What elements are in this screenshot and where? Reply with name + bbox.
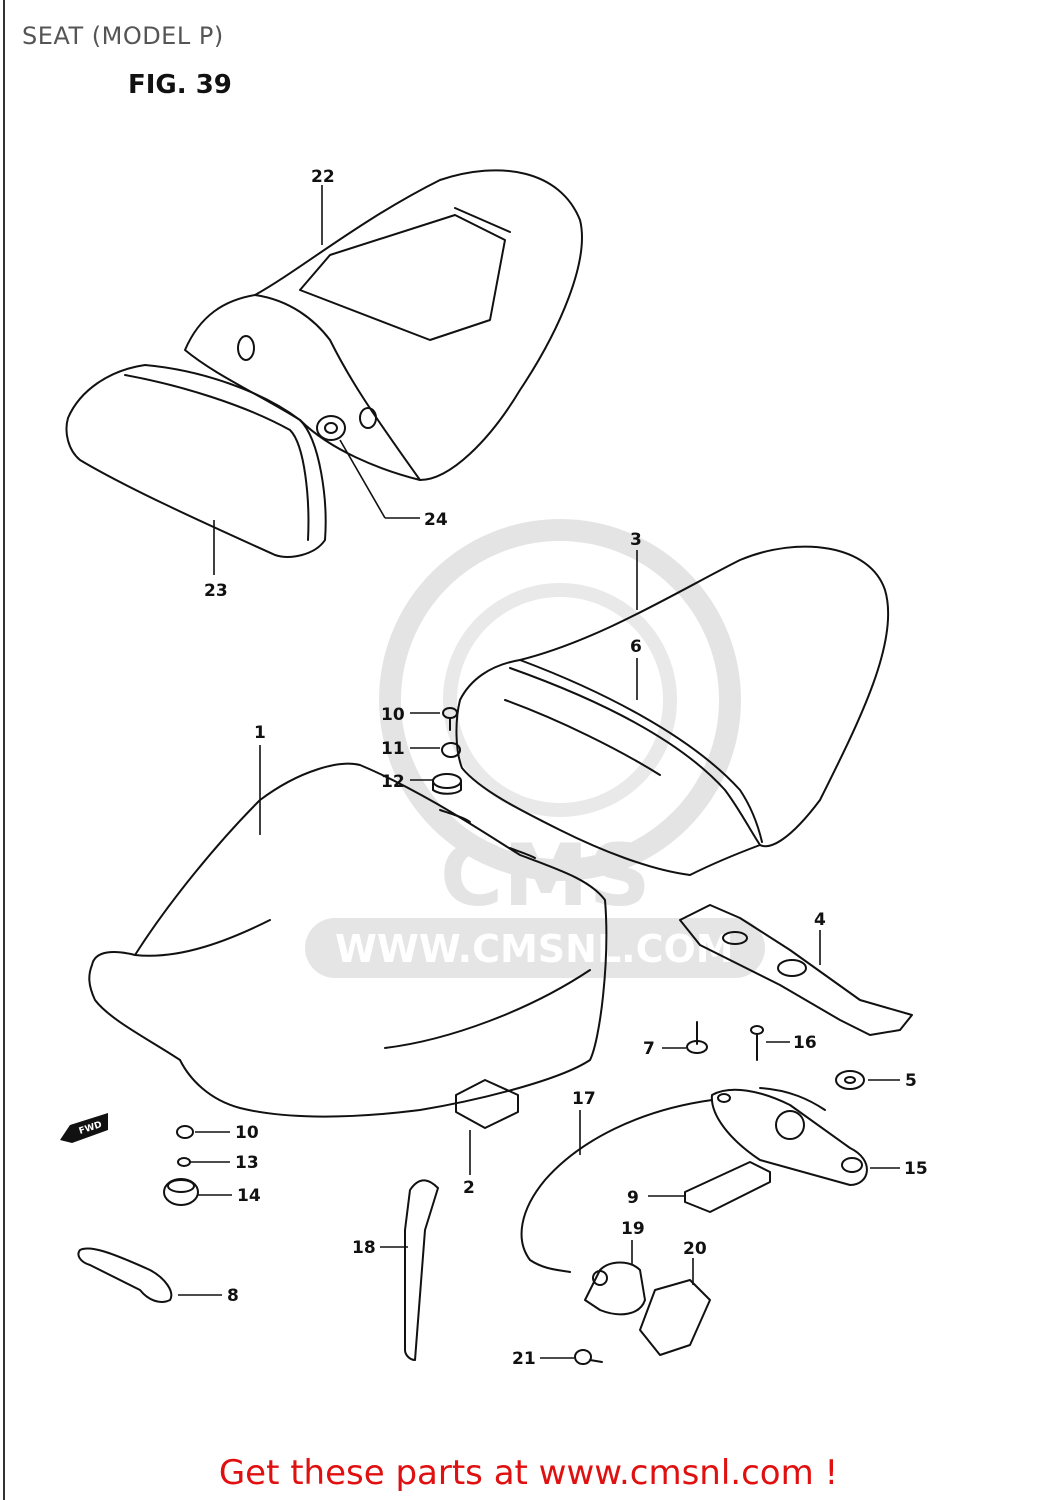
callout-3: 3 — [630, 530, 642, 550]
callout-24: 24 — [424, 510, 448, 530]
callout-17: 17 — [572, 1089, 596, 1109]
callout-12: 12 — [381, 772, 405, 792]
callout-22: 22 — [311, 167, 335, 187]
part-10-bolt-lower — [176, 1125, 194, 1139]
watermark: CMS WWW.CMSNL.COM — [305, 519, 765, 978]
figure-label: FIG. 39 — [128, 70, 232, 100]
watermark-url: WWW.CMSNL.COM — [335, 927, 734, 971]
part-8-strap — [77, 1247, 173, 1303]
callout-9: 9 — [627, 1188, 639, 1208]
page-title: SEAT (MODEL P) — [22, 22, 224, 50]
part-24-grommet — [316, 415, 346, 441]
part-9-plate — [684, 1161, 771, 1213]
page-border — [3, 0, 5, 1500]
footer-link[interactable]: Get these parts at www.cmsnl.com ! — [218, 1453, 839, 1493]
callout-6: 6 — [630, 637, 642, 657]
callout-2: 2 — [463, 1178, 475, 1198]
callout-20: 20 — [683, 1239, 707, 1259]
part-10-bolt-upper — [442, 707, 458, 731]
part-20-lock-bracket — [639, 1279, 711, 1356]
part-12-grommet — [432, 773, 462, 795]
callout-23: 23 — [204, 581, 228, 601]
part-16-screw — [750, 1025, 764, 1061]
watermark-brand: CMS — [440, 826, 651, 926]
callout-15: 15 — [904, 1159, 928, 1179]
callout-7: 7 — [643, 1039, 655, 1059]
callout-13: 13 — [235, 1153, 259, 1173]
part-21-bolt — [574, 1349, 603, 1365]
callout-labels: 22 24 23 3 6 1 10 11 12 4 5 16 7 17 15 2… — [204, 167, 928, 1369]
callout-10-upper: 10 — [381, 705, 405, 725]
part-18-cable-tie — [404, 1179, 439, 1361]
leader-lines — [178, 185, 900, 1359]
callout-8: 8 — [227, 1286, 239, 1306]
part-22-seat-cowl — [184, 169, 583, 481]
callout-1: 1 — [254, 723, 266, 743]
part-19-seat-lock — [584, 1261, 646, 1316]
part-7-bolt — [686, 1021, 708, 1054]
callout-10-lower: 10 — [235, 1123, 259, 1143]
fwd-arrow-icon: FWD — [60, 1113, 108, 1143]
part-23-seat-pad — [65, 364, 327, 558]
part-15-lock-plate — [710, 1087, 868, 1186]
part-4-bracket — [679, 904, 913, 1036]
callout-14: 14 — [237, 1186, 261, 1206]
callout-4: 4 — [814, 910, 826, 930]
callout-21: 21 — [512, 1349, 536, 1369]
callout-16: 16 — [793, 1033, 817, 1053]
part-14-collar — [163, 1178, 199, 1206]
callout-18: 18 — [352, 1238, 376, 1258]
callout-19: 19 — [621, 1219, 645, 1239]
callout-5: 5 — [905, 1071, 917, 1091]
part-1-front-seat — [88, 762, 608, 1118]
part-2-clip — [455, 1079, 519, 1129]
part-3-rear-seat — [455, 545, 890, 876]
part-13-washer — [177, 1157, 191, 1167]
callout-11: 11 — [381, 739, 405, 759]
part-11-collar — [441, 742, 461, 758]
part-5-washer — [835, 1070, 865, 1090]
part-17-cable — [520, 1099, 713, 1273]
